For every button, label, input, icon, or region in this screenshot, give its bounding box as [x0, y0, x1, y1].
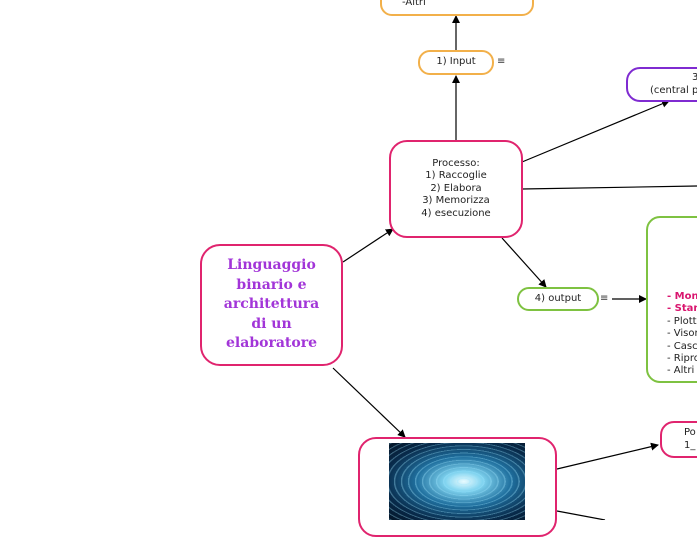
processo-line: 1) Raccoglie — [425, 170, 486, 183]
binary-tunnel-image — [389, 443, 525, 520]
output-notes-icon[interactable]: ≡ — [600, 293, 608, 304]
edge-processo-output — [502, 238, 546, 287]
output-device-item: - Plott — [667, 316, 697, 328]
po-line: Po — [684, 427, 696, 440]
root-title-line: binario e — [236, 276, 306, 296]
edge-root-image — [333, 368, 405, 437]
output-node[interactable]: 4) output — [517, 287, 599, 311]
output-device-item: - Altri — [667, 365, 697, 377]
input-detail-node[interactable]: -Altri — [380, 0, 534, 16]
input-detail-label: -Altri — [402, 0, 426, 9]
po-line: 1_ — [684, 440, 695, 453]
processo-line: Processo: — [432, 158, 479, 171]
output-device-item: - Moni — [667, 291, 697, 303]
input-node[interactable]: 1) Input — [418, 50, 494, 75]
processo-line: 2) Elabora — [430, 183, 481, 196]
cpu-node[interactable]: 3 (central p — [626, 67, 697, 102]
root-title-line: di un — [251, 315, 291, 335]
edge-root-processo — [343, 229, 393, 262]
output-label: 4) output — [535, 293, 581, 306]
root-title-line: architettura — [224, 295, 319, 315]
output-devices-list: - Moni - Stam - Plott - Visor - Casc - R… — [667, 291, 697, 378]
root-title-line: elaboratore — [226, 334, 317, 354]
edge-image-po — [557, 445, 658, 469]
edge-processo-right — [522, 186, 697, 189]
output-device-item: - Visor — [667, 328, 697, 340]
po-node[interactable]: Po 1_ — [660, 421, 697, 458]
root-title-line: Linguaggio — [227, 256, 316, 276]
output-device-item: - Ripro — [667, 353, 697, 365]
root-node[interactable]: Linguaggio binario e architettura di un … — [200, 244, 343, 366]
connector-lines — [0, 0, 697, 520]
input-notes-icon[interactable]: ≡ — [497, 56, 505, 67]
input-label: 1) Input — [436, 56, 475, 69]
processo-line: 4) esecuzione — [421, 208, 490, 221]
output-device-item: - Stam — [667, 303, 697, 315]
cpu-line: (central p — [650, 85, 697, 98]
edge-image-right — [557, 511, 605, 520]
cpu-line: 3 — [650, 72, 697, 85]
output-device-item: - Casc — [667, 341, 697, 353]
processo-node[interactable]: Processo: 1) Raccoglie 2) Elabora 3) Mem… — [389, 140, 523, 238]
edge-processo-cpu — [522, 101, 669, 162]
processo-line: 3) Memorizza — [422, 195, 490, 208]
